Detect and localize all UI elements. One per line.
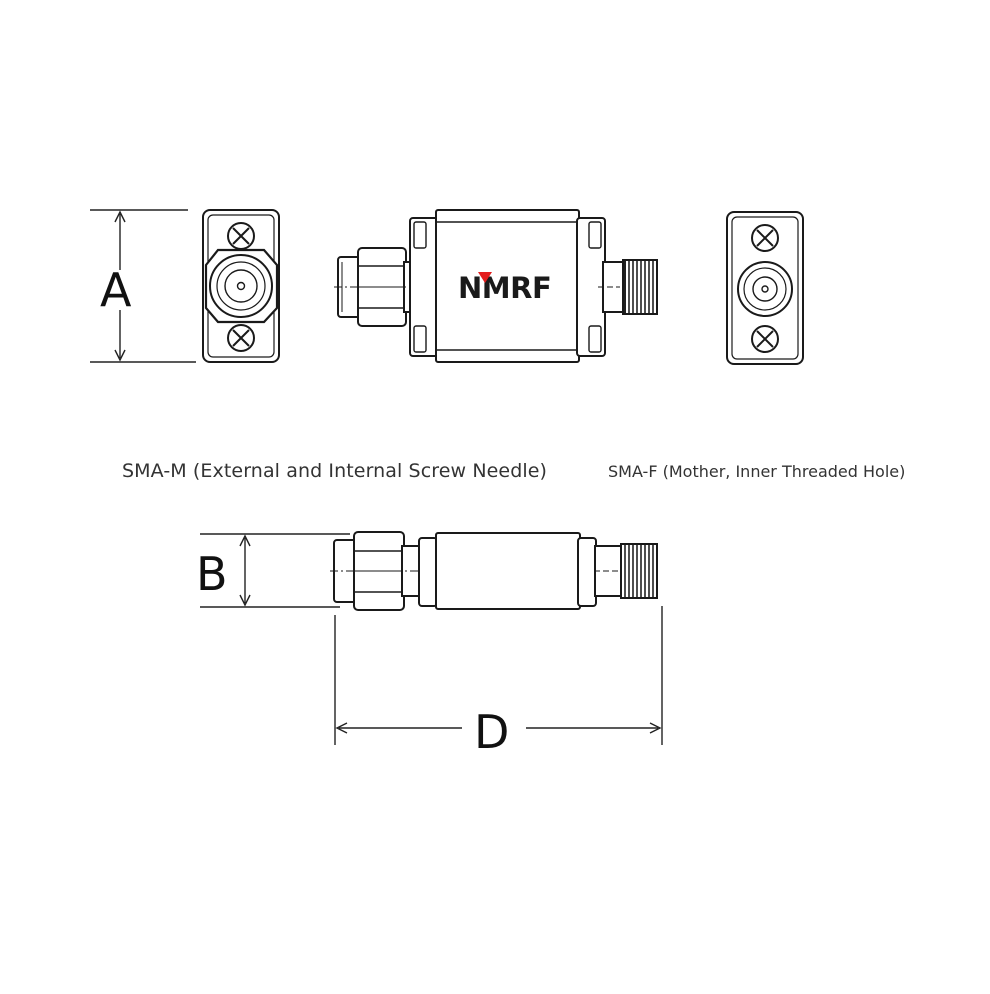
dimension-a — [90, 209, 196, 363]
screw-icon — [751, 325, 779, 353]
dimension-a-label: A — [100, 263, 132, 317]
logo-text: NMRF — [458, 271, 551, 305]
filter-front-view — [334, 209, 658, 363]
sma-f-caption: SMA-F (Mother, Inner Threaded Hole) — [608, 462, 906, 481]
screw-icon — [227, 324, 255, 352]
dimension-b-label: B — [196, 547, 228, 601]
sma-m-caption: SMA-M (External and Internal Screw Needl… — [122, 460, 548, 482]
screw-icon — [227, 222, 255, 250]
logo-accent-icon — [478, 272, 492, 283]
nmrf-logo: NMRF — [458, 271, 552, 305]
sma-f-end-view — [726, 211, 804, 365]
dimension-d — [334, 606, 663, 745]
sma-m-end-view — [202, 209, 280, 363]
dimension-d-label: D — [474, 705, 509, 759]
dimension-b — [200, 533, 350, 608]
screw-icon — [751, 224, 779, 252]
filter-side-view — [330, 531, 658, 611]
